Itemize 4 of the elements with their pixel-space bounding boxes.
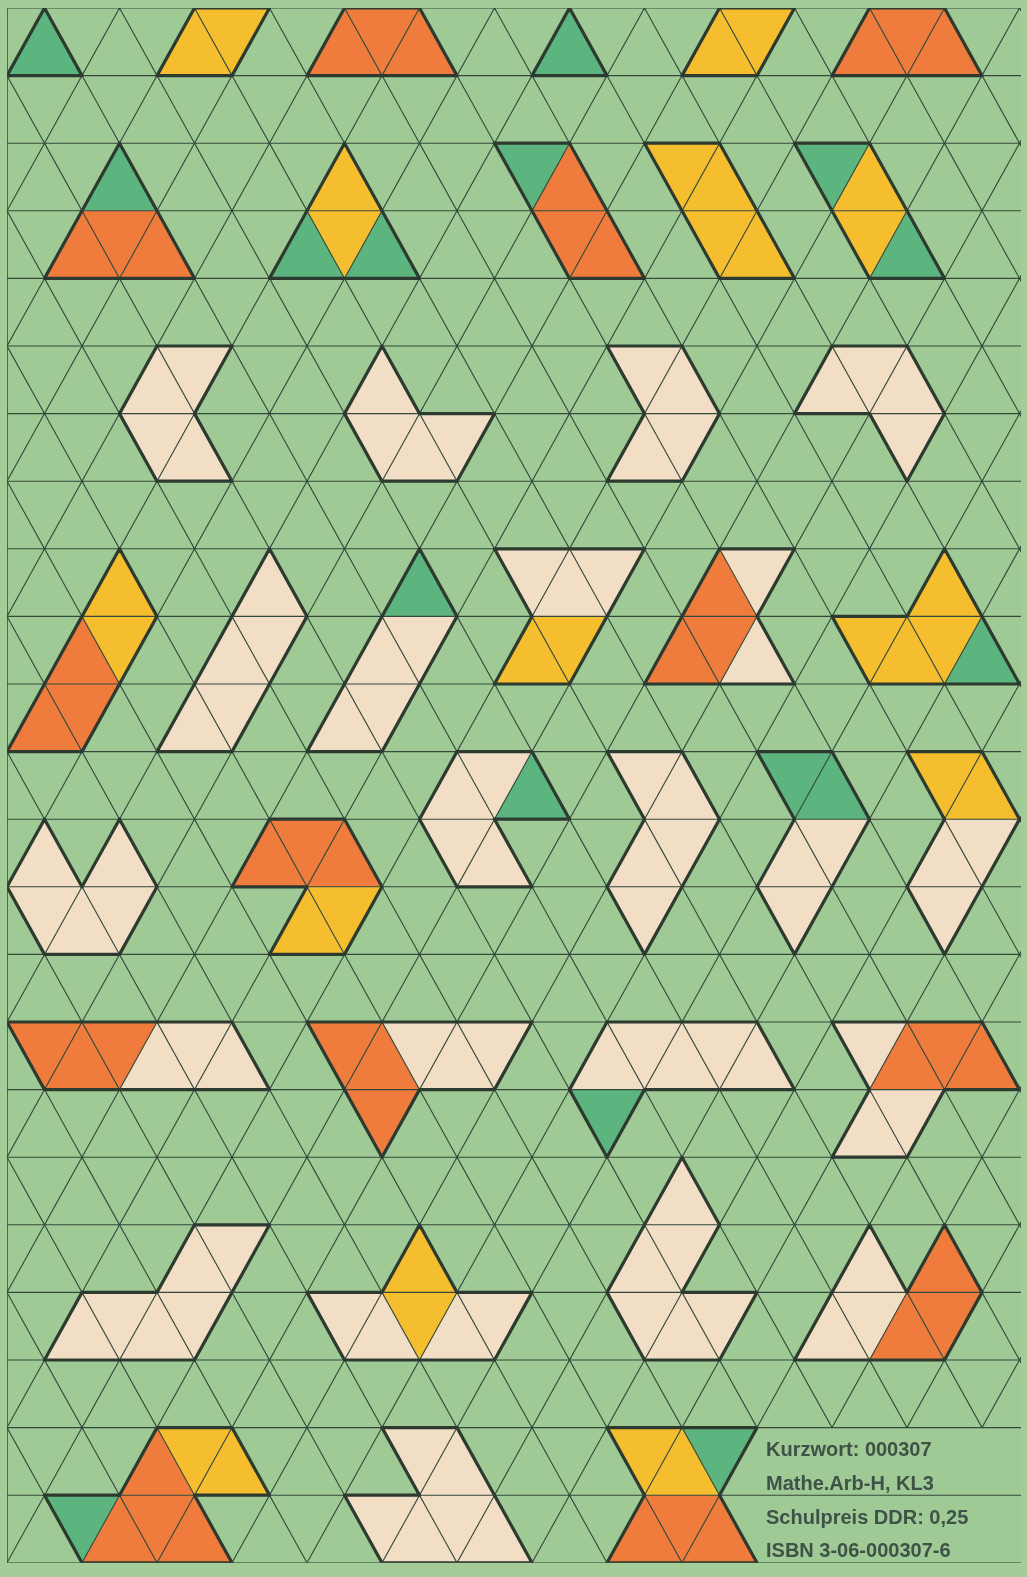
imprint-text: Schulpreis DDR: 0,25 bbox=[766, 1504, 969, 1530]
imprint-text: Kurzwort: 000307 bbox=[766, 1437, 932, 1462]
imprint-text: ISBN 3-06-000307-6 bbox=[766, 1538, 951, 1564]
imprint-text: Mathe.Arb-H, KL3 bbox=[766, 1470, 934, 1496]
